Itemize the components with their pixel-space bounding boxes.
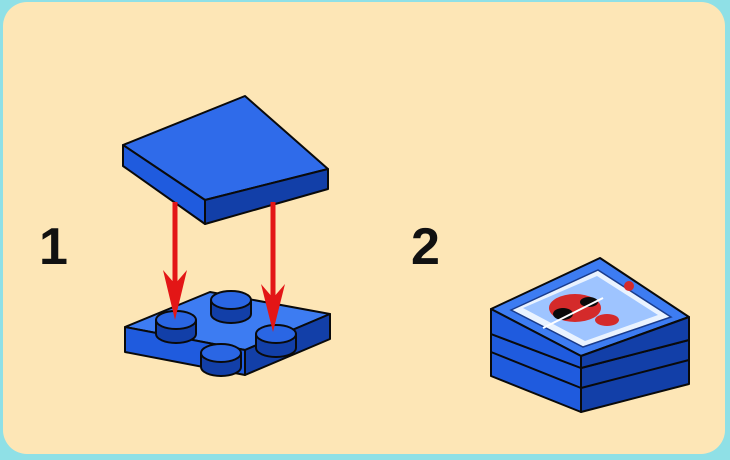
down-arrow-icon xyxy=(261,202,285,332)
stud-right xyxy=(255,324,297,358)
flat-tile-icon xyxy=(122,95,329,225)
printed-decal-icon xyxy=(509,269,673,348)
stud-left xyxy=(155,310,197,344)
step2-illustration xyxy=(490,257,690,413)
step1-illustration xyxy=(122,95,331,377)
step-number-2: 2 xyxy=(411,218,440,276)
stud-front xyxy=(200,343,242,377)
step-number-1: 1 xyxy=(39,218,68,276)
stud-back xyxy=(210,290,252,324)
instruction-panel: 1 2 xyxy=(3,2,725,454)
down-arrow-icon xyxy=(163,202,187,320)
